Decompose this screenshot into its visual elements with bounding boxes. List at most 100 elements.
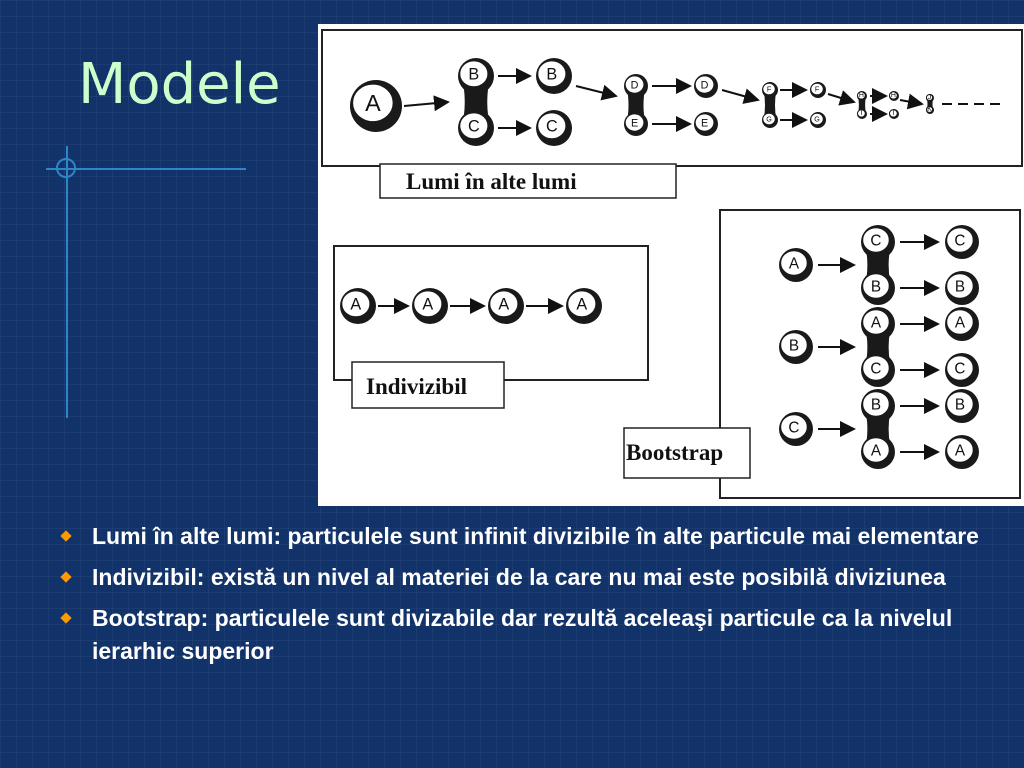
lumi-label-box (379, 163, 677, 199)
particle-letter: E (631, 117, 638, 129)
particle-letter: A (789, 255, 800, 272)
particle-letter: H (891, 92, 896, 99)
particle-letter: A (365, 90, 381, 116)
bullet-item-lumi: Lumi în alte lumi: particulele sunt infi… (58, 520, 998, 553)
particle-letter: J (928, 94, 932, 101)
bootstrap-label-box (623, 427, 751, 479)
particle-letter: A (871, 442, 882, 459)
bullet-list: Lumi în alte lumi: particulele sunt infi… (58, 520, 998, 676)
particle-letter: G (766, 115, 772, 124)
particle-letter: B (871, 278, 881, 295)
particle-letter: F (815, 85, 820, 94)
lumi-arrow (575, 84, 618, 101)
lumi-pinch (763, 90, 777, 120)
lumi-particle-d: D (694, 74, 718, 98)
bootstrap-label: Bootstrap (626, 440, 723, 465)
particle-letter: E (701, 117, 708, 129)
lumi-label: Lumi în alte lumi (406, 169, 577, 194)
lumi-arrow (403, 95, 450, 112)
lumi-particle-h: H (857, 91, 867, 101)
bootstrap-result-a: A (945, 435, 979, 469)
lumi-particle-j: J (925, 94, 934, 102)
bootstrap-result-b: B (945, 271, 979, 305)
particle-letter: A (422, 296, 433, 314)
particle-letter: C (546, 118, 558, 136)
lumi-arrows (403, 68, 1000, 136)
particle-letter: I (892, 110, 894, 117)
particle-letter: B (955, 278, 965, 295)
particle-letter: B (871, 396, 881, 413)
lumi-particle-a: A (350, 80, 402, 132)
lumi-arrow (827, 90, 856, 106)
indivizibil-particle-a: A (340, 288, 376, 324)
bullet-diamond-icon (60, 530, 72, 542)
lumi-particle-c: C (536, 110, 572, 146)
bootstrap-result-b: B (945, 389, 979, 423)
particle-letter: A (576, 296, 587, 314)
particle-letter: C (468, 118, 480, 136)
lumi-particle-f: F (762, 82, 778, 98)
particle-letter: B (789, 337, 799, 354)
indivizibil-label: Indivizibil (366, 374, 467, 399)
particle-letter: D (701, 79, 709, 91)
bootstrap-result-c: C (945, 225, 979, 259)
particle-letter: G (814, 115, 820, 124)
particle-letter: F (767, 85, 772, 94)
lumi-particle-b: B (458, 58, 494, 94)
bullet-text: Lumi în alte lumi: particulele sunt infi… (92, 523, 979, 549)
decorative-vertical-line (66, 146, 68, 418)
particle-letter: H (859, 92, 864, 99)
bullet-diamond-icon (60, 612, 72, 624)
lumi-arrow (721, 88, 760, 104)
lumi-particle-c: C (458, 110, 494, 146)
bullet-item-bootstrap: Bootstrap: particulele sunt divizabile d… (58, 602, 998, 668)
lumi-particle-b: B (536, 58, 572, 94)
bullet-diamond-icon (60, 571, 72, 583)
bootstrap-source-a: A (779, 248, 813, 282)
bullet-item-indivizibil: Indivizibil: există un nivel al materiei… (58, 561, 998, 594)
particle-letter: B (468, 66, 479, 84)
particle-letter: A (350, 296, 361, 314)
particle-letter: B (546, 66, 557, 84)
lumi-particle-k: K (925, 106, 934, 114)
indivizibil-label-box (351, 361, 505, 409)
particle-letter: I (860, 110, 862, 117)
lumi-particle-i: I (857, 109, 867, 119)
particle-letter: A (871, 314, 882, 331)
bootstrap-result-a: A (945, 307, 979, 341)
slide-title: Modele (78, 52, 281, 117)
particle-letter: C (954, 232, 965, 249)
particle-letter: D (631, 79, 639, 91)
lumi-arrow (899, 93, 924, 110)
bullet-text: Indivizibil: există un nivel al materiei… (92, 564, 946, 590)
particle-letter: C (870, 232, 881, 249)
particle-letter: C (788, 419, 799, 436)
bootstrap-pair-a: A (861, 435, 895, 469)
indivizibil-particle-a: A (566, 288, 602, 324)
particle-letter: A (498, 296, 509, 314)
particle-letter: C (954, 360, 965, 377)
decorative-horizontal-line (46, 168, 246, 170)
decorative-circle-icon (56, 158, 76, 178)
lumi-panel (321, 29, 1023, 167)
bootstrap-pair-c: C (861, 353, 895, 387)
indivizibil-particle-a: A (488, 288, 524, 324)
bootstrap-source-b: B (779, 330, 813, 364)
lumi-particle-h: H (889, 91, 899, 101)
lumi-particle-i: I (889, 109, 899, 119)
bootstrap-source-c: C (779, 412, 813, 446)
indivizibil-particle-a: A (412, 288, 448, 324)
bullet-text: Bootstrap: particulele sunt divizabile d… (92, 605, 953, 664)
lumi-particle-f: F (810, 82, 826, 98)
bootstrap-pair-b: B (861, 271, 895, 305)
particle-letter: K (927, 106, 932, 113)
bootstrap-pair-b: B (861, 389, 895, 423)
particle-letter: A (955, 442, 966, 459)
bootstrap-pair-c: C (861, 225, 895, 259)
bootstrap-pair-a: A (861, 307, 895, 341)
bootstrap-result-c: C (945, 353, 979, 387)
